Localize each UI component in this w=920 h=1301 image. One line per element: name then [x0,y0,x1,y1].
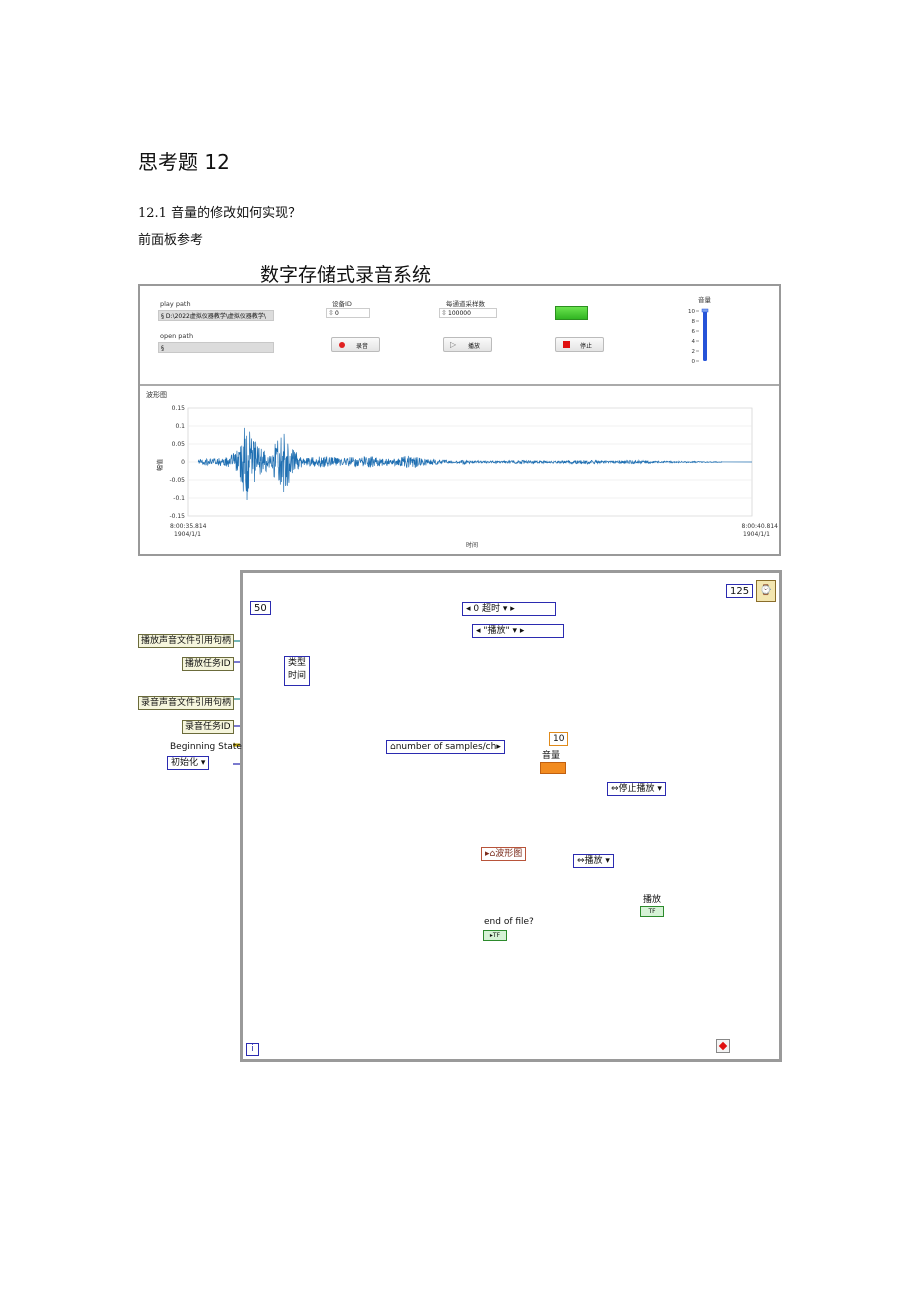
unbundle-type-time: 类型 时间 [284,656,311,686]
volume-tick-label: 8 [692,319,696,325]
waveform-title: 波形图 [146,391,167,399]
y-tick-label: 0.15 [172,405,186,412]
x-start-time: 8:00:35.814 [170,523,207,530]
volume-thumb [701,308,709,313]
iteration-terminal: i [246,1043,259,1056]
type-label: 类型 [288,658,307,668]
play-indicator-label: 播放 [643,895,662,905]
device-id-label: 设备ID [332,300,352,308]
eof-bool-indicator: ▸TF [483,930,507,941]
stop-sign-icon [718,1041,728,1051]
record-icon [339,342,345,348]
x-start-date: 1904/1/1 [174,531,201,538]
waveform-local-var[interactable]: ▸⌂波形图 [481,847,527,861]
x-axis-label: 时间 [466,541,478,549]
y-tick-label: -0.05 [169,477,185,484]
play-enum-text: 播放 [584,856,603,866]
stop-button-label: 停止 [580,343,593,350]
init-enum-const[interactable]: 初始化 ▾ [167,756,210,770]
play-button-label: 播放 [468,343,481,350]
count-const[interactable]: 125 [726,584,754,598]
block-diagram [240,570,782,1062]
init-enum-text: 初始化 [171,758,199,768]
open-path-field[interactable]: § [158,342,274,353]
volume-slider[interactable]: 10 8 6 4 2 0 [681,305,709,365]
waveform-local-text: 波形图 [495,849,523,859]
path-icon: § [161,345,164,352]
const-ten[interactable]: 10 [549,732,569,746]
record-task-id-control[interactable]: 录音任务ID [182,720,234,734]
device-id-value: 0 [335,310,339,317]
samples-value: 100000 [448,310,471,317]
case-inner-text: "播放" [483,626,510,636]
play-sound-ref-control[interactable]: 播放声音文件引用句柄 [138,634,235,648]
x-end-date: 1904/1/1 [743,531,770,538]
volume-tick-label: 4 [692,339,696,345]
case-top-text: 0 超时 [473,604,500,614]
samples-property-node[interactable]: ⌂number of samples/ch▸ [386,740,505,754]
stop-play-enum[interactable]: ⇔停止播放 ▾ [607,782,666,796]
x-end-time: 8:00:40.814 [742,523,779,530]
volume-local-terminal[interactable] [540,762,566,774]
case-selector-inner[interactable]: ◂ "播放" ▾ ▸ [472,624,564,638]
stop-play-text: 停止播放 [618,784,655,794]
y-tick-label: 0 [181,459,185,466]
play-icon: ▷ [450,340,457,349]
y-axis-label: 幅值 [156,459,164,471]
case-selector-top[interactable]: ◂ 0 超时 ▾ ▸ [462,602,556,616]
play-path-label: play path [160,300,191,308]
front-panel: play path § D:\2022虚拟仪器教学\虚拟仪器教学\ open p… [138,284,781,556]
stop-button[interactable]: 停止 [555,337,604,352]
volume-tick-label: 2 [692,349,696,355]
eof-label: end of file? [484,917,534,927]
spin-arrows-icon[interactable]: ⇳ [441,309,447,317]
status-led [555,306,588,320]
volume-tick-label: 10 [688,309,695,315]
reference-text: 前面板参考 [138,233,204,248]
volume-tick-label: 6 [692,329,696,335]
play-task-id-control[interactable]: 播放任务ID [182,657,234,671]
spin-arrows-icon[interactable]: ⇳ [328,309,334,317]
volume-label: 音量 [698,296,711,304]
samples-label: 每通道采样数 [446,300,485,308]
samples-prop-text: number of samples/ch [395,742,497,752]
stop-icon [563,341,570,348]
waveform-plot: 0.150.10.050-0.05-0.1-0.15幅值8:00:35.8141… [156,405,779,549]
record-button-label: 录音 [356,343,369,350]
volume-slider-graphic[interactable]: 10 8 6 4 2 0 [681,305,711,367]
waveform-series [197,427,753,500]
volume-fill [703,311,707,361]
samples-input[interactable]: ⇳100000 [439,308,497,318]
volume-local-label: 音量 [542,751,561,761]
play-path-field[interactable]: § D:\2022虚拟仪器教学\虚拟仪器教学\ [158,310,274,321]
volume-tick-label: 0 [692,359,696,365]
record-button[interactable]: 录音 [331,337,380,352]
waveform-graph: 波形图 0.15 0.1 0.05 0 -0.05 -0.1 -0.15 幅值 8:00:35.… [140,386,779,554]
controls-area: play path § D:\2022虚拟仪器教学\虚拟仪器教学\ open p… [140,286,779,386]
play-enum-const[interactable]: ⇔播放 ▾ [573,854,614,868]
stop-terminal [716,1039,730,1053]
y-tick-label: -0.1 [173,495,185,502]
y-tick-label: 0.05 [172,441,186,448]
page-heading: 思考题 12 [138,150,230,174]
y-tick-label: -0.15 [169,513,185,520]
device-id-input[interactable]: ⇳0 [326,308,370,318]
question-text: 12.1 音量的修改如何实现？ [138,206,302,221]
front-panel-title: 数字存储式录音系统 [260,264,432,286]
beginning-state-label: Beginning State [170,742,242,752]
open-path-label: open path [160,332,194,340]
play-bool-indicator: TF [640,906,664,917]
time-label: 时间 [288,671,307,681]
play-path-value: D:\2022虚拟仪器教学\虚拟仪器教学\ [165,313,266,320]
timer-icon: ⌚ [756,580,776,602]
record-sound-ref-control[interactable]: 录音声音文件引用句柄 [138,696,235,710]
path-icon: § [161,313,166,320]
play-button[interactable]: ▷ 播放 [443,337,492,352]
y-tick-label: 0.1 [175,423,185,430]
timeout-const[interactable]: 50 [250,601,271,615]
